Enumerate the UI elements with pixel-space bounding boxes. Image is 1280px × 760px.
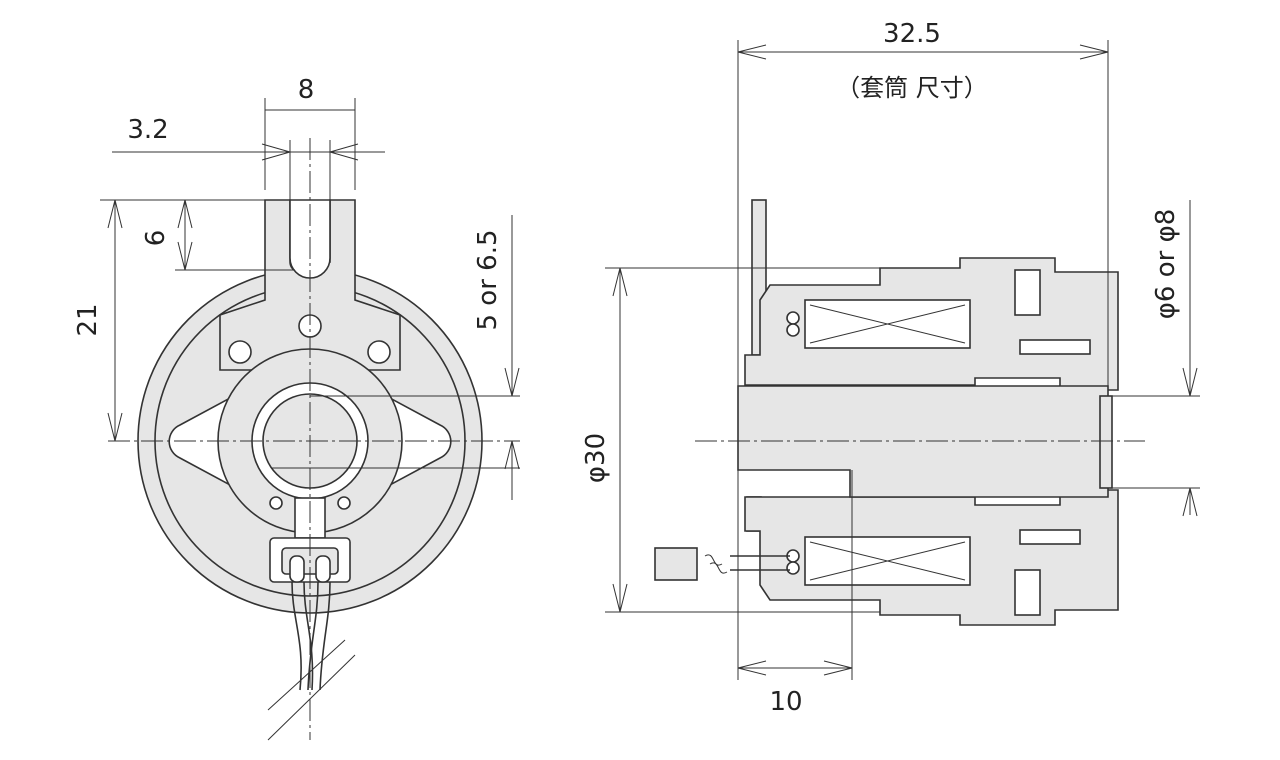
bearing-upper-b	[786, 323, 800, 337]
dim-8-label: 8	[298, 75, 315, 105]
bottom-hole-right	[337, 496, 351, 510]
front-view: 8 3.2 6 21 5 or 6.5	[73, 75, 520, 741]
tab-hole-left	[228, 340, 252, 364]
bottom-hole-left	[269, 496, 283, 510]
tab-hole-right	[367, 340, 391, 364]
dim-6-arrows	[177, 199, 193, 271]
side-view: 32.5 （套筒 尺寸） φ30 φ6 or φ8 10	[581, 19, 1200, 717]
dim-3-2-arrow-left	[261, 143, 291, 161]
dim-21-arrows	[107, 199, 123, 442]
dim-32-5-arrows	[737, 44, 1109, 60]
dim-bore-arrows	[1182, 367, 1198, 517]
break-line-2	[267, 654, 356, 741]
coil-upper-x2	[809, 304, 966, 344]
shaft-end	[1099, 395, 1113, 489]
rotor-block-lower	[1014, 569, 1041, 616]
bearing-lower-b	[786, 561, 800, 575]
dim-3-2-arrow-right	[329, 143, 359, 161]
lead-wire-right	[307, 581, 319, 691]
rotor-slot-lower	[1019, 529, 1081, 545]
coil-lower-x2	[809, 541, 966, 581]
dim-32-5-note: （套筒 尺寸）	[836, 74, 988, 102]
lead-wire-right-b	[319, 581, 331, 691]
dim-5-arrows	[504, 367, 520, 470]
lead-clip-left	[289, 555, 305, 583]
dim-bore-label: φ6 or φ8	[1151, 209, 1181, 320]
rotor-block-upper	[1014, 269, 1041, 316]
lead-wire-left	[291, 581, 302, 691]
break-line-1	[267, 639, 346, 711]
dim-30-label: φ30	[581, 433, 611, 483]
dim-10-label: 10	[769, 687, 802, 717]
dim-6-label: 6	[141, 230, 171, 247]
dim-30-arrows	[612, 267, 628, 613]
bearing-upper-a	[786, 311, 800, 325]
rotor-slot-upper	[1019, 339, 1091, 355]
lead-wire-left-b	[303, 581, 314, 691]
lead-wire-break	[704, 554, 728, 574]
dim-10-arrows	[737, 660, 853, 676]
lead-clip-right	[315, 555, 331, 583]
dim-3-2-label: 3.2	[127, 115, 168, 145]
dim-21-label: 21	[73, 303, 103, 336]
dim-5-label: 5 or 6.5	[473, 229, 503, 330]
dim-32-5-label: 32.5	[883, 19, 941, 49]
lead-plug	[654, 547, 698, 581]
